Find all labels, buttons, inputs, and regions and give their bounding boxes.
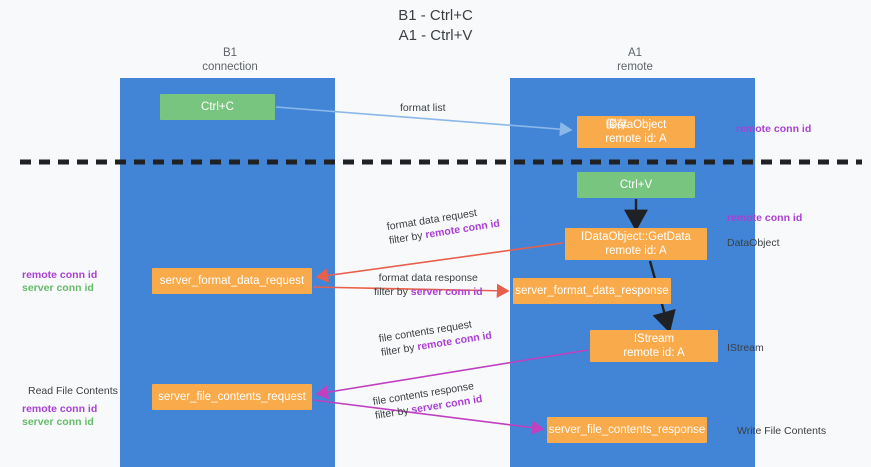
- node-server-file-contents-response[interactable]: server_file_contents_response: [547, 417, 707, 443]
- edge-label-format-list: format list: [400, 101, 446, 115]
- edge-label-format-data-response-text: format data response: [378, 272, 478, 284]
- node-ctrl-c[interactable]: Ctrl+C: [160, 94, 275, 120]
- node-server-format-data-request[interactable]: server_format_data_request: [152, 268, 312, 294]
- note-left-remote-conn-id-2: remote conn id: [22, 403, 98, 415]
- note-left-server-conn-id-2: server conn id: [22, 416, 94, 428]
- edge-label-file-contents-response: file contents response filter by server …: [372, 378, 484, 423]
- node-getdata-label: IDataObject::GetData: [581, 231, 691, 243]
- node-ctrl-v[interactable]: Ctrl+V: [577, 172, 695, 198]
- edge-label-format-data-response-filter: filter by server conn id: [374, 285, 483, 299]
- node-server-format-data-response-label: server_format_data_response: [515, 285, 669, 297]
- note-istream: IStream: [727, 342, 764, 354]
- note-remote-conn-id-mid: remote conn id: [727, 212, 803, 224]
- node-idataobject-label: IDataObject: [605, 119, 667, 131]
- diagram-title: B1 - Ctrl+C A1 - Ctrl+V: [0, 6, 871, 46]
- node-getdata-sub: remote id: A: [605, 245, 667, 257]
- node-istream[interactable]: IStream remote id: A: [590, 330, 718, 362]
- title-line-1: B1 - Ctrl+C: [398, 7, 473, 24]
- node-server-file-contents-request[interactable]: server_file_contents_request: [152, 384, 312, 410]
- edge-label-format-data-request: format data request filter by remote con…: [386, 203, 501, 248]
- title-line-2: A1 - Ctrl+V: [398, 27, 473, 44]
- lane-header-b1: B1 connection: [150, 46, 310, 74]
- node-ctrl-v-label: Ctrl+V: [619, 179, 653, 191]
- node-idataobject-overlap-glyph: 保存: [605, 119, 628, 131]
- edge-label-format-list-text: format list: [400, 102, 446, 114]
- lane-header-b1-title: B1: [222, 47, 238, 59]
- node-server-format-data-response[interactable]: server_format_data_response: [513, 278, 671, 304]
- node-istream-sub: remote id: A: [623, 347, 685, 359]
- filter-prefix: filter by: [374, 286, 411, 298]
- edge-label-format-data-response: format data response filter by server co…: [374, 271, 483, 299]
- note-left-remote-conn-id-1: remote conn id: [22, 269, 98, 281]
- note-write-file-contents: Write File Contents: [737, 425, 827, 437]
- node-server-format-data-request-label: server_format_data_request: [159, 275, 305, 287]
- note-read-file-contents: Read File Contents: [28, 385, 118, 397]
- note-remote-conn-id-top: remote conn id: [736, 123, 812, 135]
- node-ctrl-c-label: Ctrl+C: [201, 101, 234, 113]
- node-idataobject-getdata[interactable]: IDataObject::GetData remote id: A: [565, 228, 707, 260]
- note-left-server-conn-id-1: server conn id: [22, 282, 94, 294]
- node-server-file-contents-request-label: server_file_contents_request: [158, 391, 306, 403]
- lane-header-a1-subtitle: remote: [617, 61, 653, 73]
- node-idataobject-label-wrap: 保存 IDataObject: [606, 118, 667, 132]
- node-istream-label: IStream: [633, 333, 675, 345]
- note-dataobject: DataObject: [727, 237, 780, 249]
- lane-header-a1-title: A1: [627, 47, 643, 59]
- lane-header-a1: A1 remote: [560, 46, 710, 74]
- node-idataobject-sub: remote id: A: [605, 133, 667, 145]
- node-server-file-contents-response-label: server_file_contents_response: [548, 424, 706, 436]
- lane-header-b1-subtitle: connection: [202, 61, 258, 73]
- node-idataobject[interactable]: 保存 IDataObject remote id: A: [577, 116, 695, 148]
- filter-key-server-conn-id: server conn id: [410, 286, 483, 298]
- edge-label-file-contents-request: file contents request filter by remote c…: [378, 315, 493, 360]
